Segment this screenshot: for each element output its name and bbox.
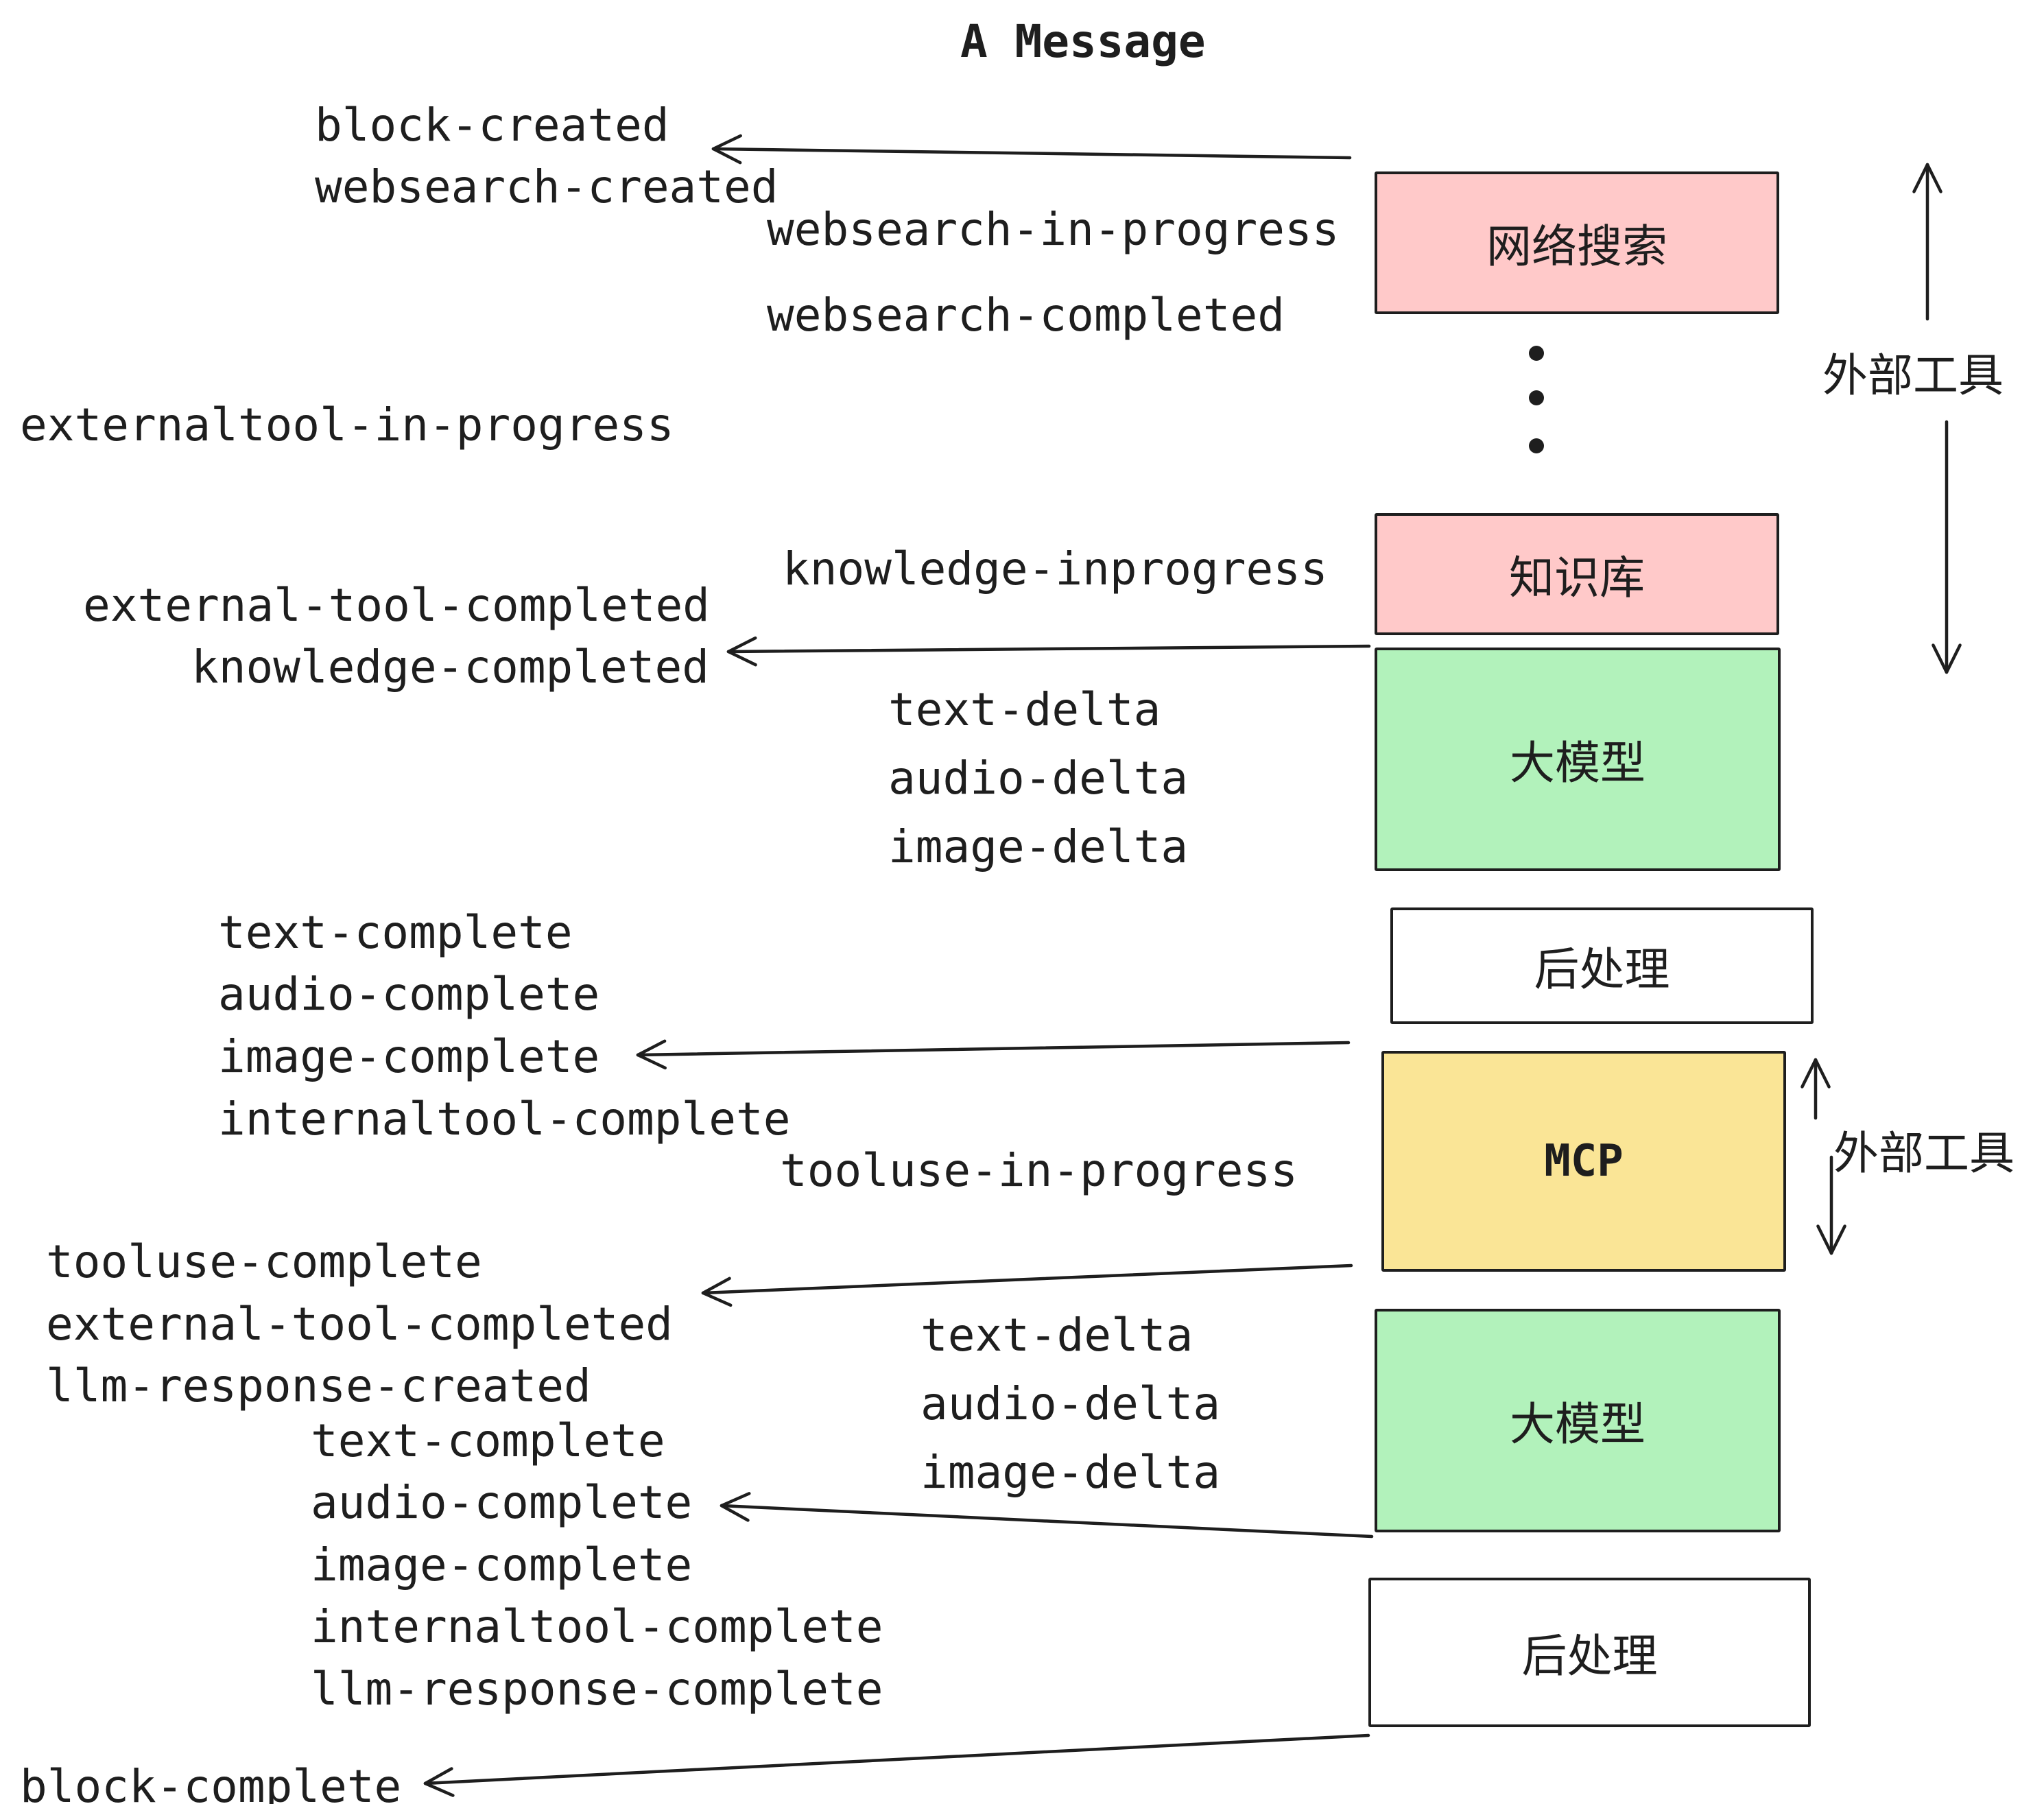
- event-block-created: block-created: [315, 99, 669, 152]
- mcp-box: MCP: [1381, 1051, 1786, 1272]
- event-external-tool-completed-2: external-tool-completed: [46, 1298, 673, 1351]
- event-image-delta-2: image-delta: [920, 1446, 1221, 1499]
- arrow-knowledge-completed: [726, 636, 1371, 667]
- event-text-complete-1: text-complete: [218, 906, 573, 959]
- ellipsis-dots: [1529, 346, 1544, 453]
- postprocess-box-1: 后处理: [1390, 907, 1814, 1024]
- arrow-audio-complete: [720, 1492, 1374, 1539]
- event-audio-delta-2: audio-delta: [920, 1377, 1221, 1430]
- websearch-box-label: 网络搜索: [1486, 220, 1667, 273]
- event-knowledge-inprogress: knowledge-inprogress: [783, 543, 1328, 595]
- arrow-image-complete: [636, 1039, 1351, 1070]
- llm-box-2: 大模型: [1375, 1309, 1781, 1532]
- event-llm-response-complete: llm-response-complete: [311, 1663, 883, 1716]
- event-websearch-in-progress: websearch-in-progress: [767, 203, 1340, 256]
- knowledge-box-label: 知识库: [1509, 551, 1645, 604]
- websearch-box: 网络搜索: [1375, 171, 1779, 314]
- event-audio-complete-1: audio-complete: [218, 968, 600, 1021]
- arrow-block-complete: [423, 1733, 1370, 1797]
- arrow-websearch-created: [711, 134, 1352, 165]
- event-internaltool-complete-1: internaltool-complete: [218, 1093, 791, 1146]
- llm-box-1: 大模型: [1375, 648, 1781, 871]
- page-title: A Message: [960, 15, 1206, 68]
- arrow-external-tools-up-2: [1801, 1058, 1831, 1120]
- knowledge-box: 知识库: [1375, 513, 1779, 635]
- event-block-complete: block-complete: [20, 1760, 402, 1804]
- llm-box-2-label: 大模型: [1510, 1398, 1645, 1451]
- event-image-complete-2: image-complete: [311, 1539, 693, 1591]
- event-image-delta-1: image-delta: [888, 820, 1189, 873]
- event-external-tool-completed-1: external-tool-completed: [83, 579, 710, 632]
- event-tooluse-complete: tooluse-complete: [46, 1235, 482, 1288]
- external-tools-label-1: 外部工具: [1822, 349, 2004, 402]
- arrow-external-tools-down-1: [1932, 420, 1962, 674]
- event-llm-response-created: llm-response-created: [46, 1360, 591, 1412]
- event-knowledge-completed: knowledge-completed: [191, 641, 709, 693]
- event-text-delta-2: text-delta: [920, 1309, 1193, 1362]
- external-tools-label-2: 外部工具: [1833, 1127, 2015, 1180]
- postprocess-box-1-label: 后处理: [1534, 943, 1670, 996]
- event-tooluse-in-progress: tooluse-in-progress: [780, 1144, 1298, 1197]
- event-text-complete-2: text-complete: [311, 1414, 665, 1467]
- postprocess-box-2: 后处理: [1368, 1578, 1811, 1727]
- event-audio-complete-2: audio-complete: [311, 1476, 693, 1529]
- event-externaltool-in-progress: externaltool-in-progress: [20, 399, 674, 451]
- llm-box-1-label: 大模型: [1510, 737, 1645, 790]
- mcp-box-label: MCP: [1544, 1136, 1624, 1187]
- event-internaltool-complete-2: internaltool-complete: [311, 1600, 883, 1653]
- postprocess-box-2-label: 后处理: [1521, 1630, 1658, 1683]
- event-audio-delta-1: audio-delta: [888, 752, 1189, 805]
- event-image-complete-1: image-complete: [218, 1030, 600, 1083]
- event-text-delta-1: text-delta: [888, 683, 1161, 736]
- event-websearch-created: websearch-created: [315, 161, 779, 213]
- arrow-external-tools-up-1: [1912, 163, 1942, 321]
- arrow-tooluse-complete: [701, 1263, 1353, 1307]
- event-websearch-completed: websearch-completed: [767, 289, 1285, 342]
